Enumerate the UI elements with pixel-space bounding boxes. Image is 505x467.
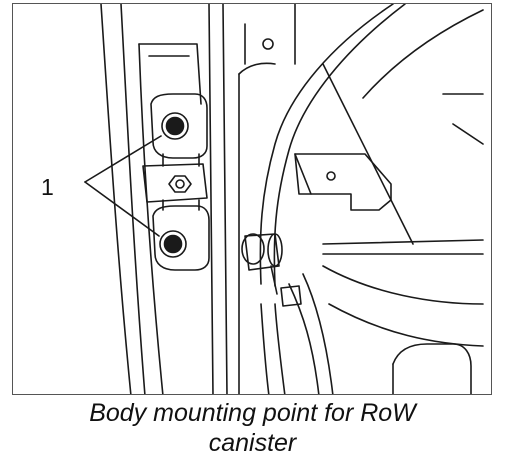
callout-leaders	[84, 135, 162, 237]
mounting-hole-lower	[159, 230, 187, 258]
bracket-tab	[294, 153, 392, 211]
line-drawing	[84, 4, 484, 394]
mounting-bracket	[142, 93, 210, 271]
callout-label: 1	[41, 174, 54, 200]
figure-caption: Body mounting point for RoW canister	[0, 398, 505, 458]
caption-line-1: Body mounting point for RoW	[89, 399, 416, 427]
cable-harness	[259, 4, 484, 394]
caption-line-2: canister	[208, 429, 297, 457]
door-panel	[322, 63, 484, 394]
diagram-frame	[12, 3, 492, 395]
body-pillar	[100, 4, 202, 394]
mounting-hole-upper	[161, 112, 189, 140]
bolt	[168, 175, 192, 193]
cable-grommet	[241, 233, 302, 307]
vertical-rail	[208, 4, 296, 394]
